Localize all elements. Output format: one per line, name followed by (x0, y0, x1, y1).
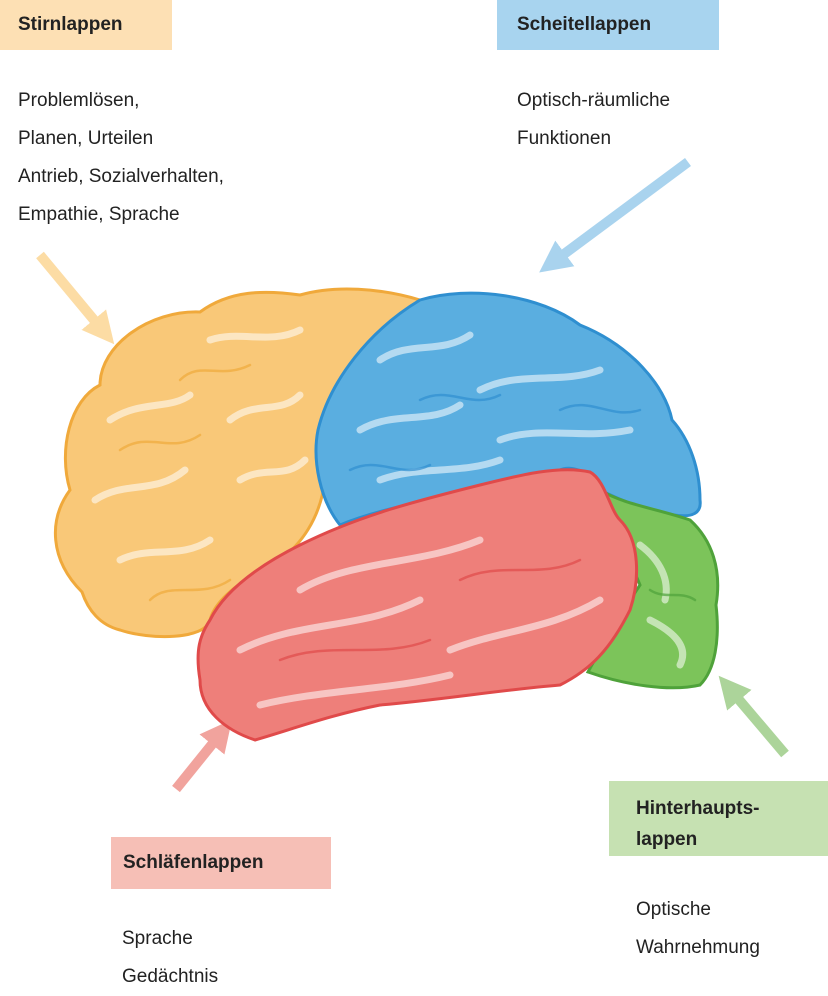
frontal-desc-line: Problemlösen, (18, 82, 224, 120)
arrow-icon-temporal (176, 732, 222, 789)
temporal-lobe-description: Sprache Gedächtnis (122, 920, 218, 996)
occipital-desc-line: Optische (636, 891, 760, 929)
arrow-icon-parietal (552, 162, 688, 263)
temporal-lobe-label: Schläfenlappen (123, 850, 263, 876)
temporal-desc-line: Sprache (122, 920, 218, 958)
frontal-desc-line: Empathie, Sprache (18, 196, 224, 234)
occipital-label-line: Hinterhaupts- (636, 793, 760, 824)
frontal-lobe-label: Stirnlappen (18, 12, 123, 38)
parietal-lobe-description: Optisch-räumliche Funktionen (517, 82, 670, 158)
temporal-desc-line: Gedächtnis (122, 958, 218, 996)
parietal-lobe-label: Scheitellappen (517, 12, 651, 38)
parietal-desc-line: Funktionen (517, 120, 670, 158)
brain-illustration-icon (55, 289, 717, 740)
arrow-icon-occipital (729, 688, 785, 754)
frontal-desc-line: Antrieb, Sozialverhalten, (18, 158, 224, 196)
frontal-desc-line: Planen, Urteilen (18, 120, 224, 158)
occipital-lobe-label: Hinterhaupts- lappen (636, 793, 760, 855)
occipital-lobe-description: Optische Wahrnehmung (636, 891, 760, 967)
frontal-lobe-description: Problemlösen, Planen, Urteilen Antrieb, … (18, 82, 224, 234)
occipital-desc-line: Wahrnehmung (636, 929, 760, 967)
arrow-icon-frontal (40, 255, 104, 332)
parietal-desc-line: Optisch-räumliche (517, 82, 670, 120)
occipital-label-line: lappen (636, 824, 760, 855)
